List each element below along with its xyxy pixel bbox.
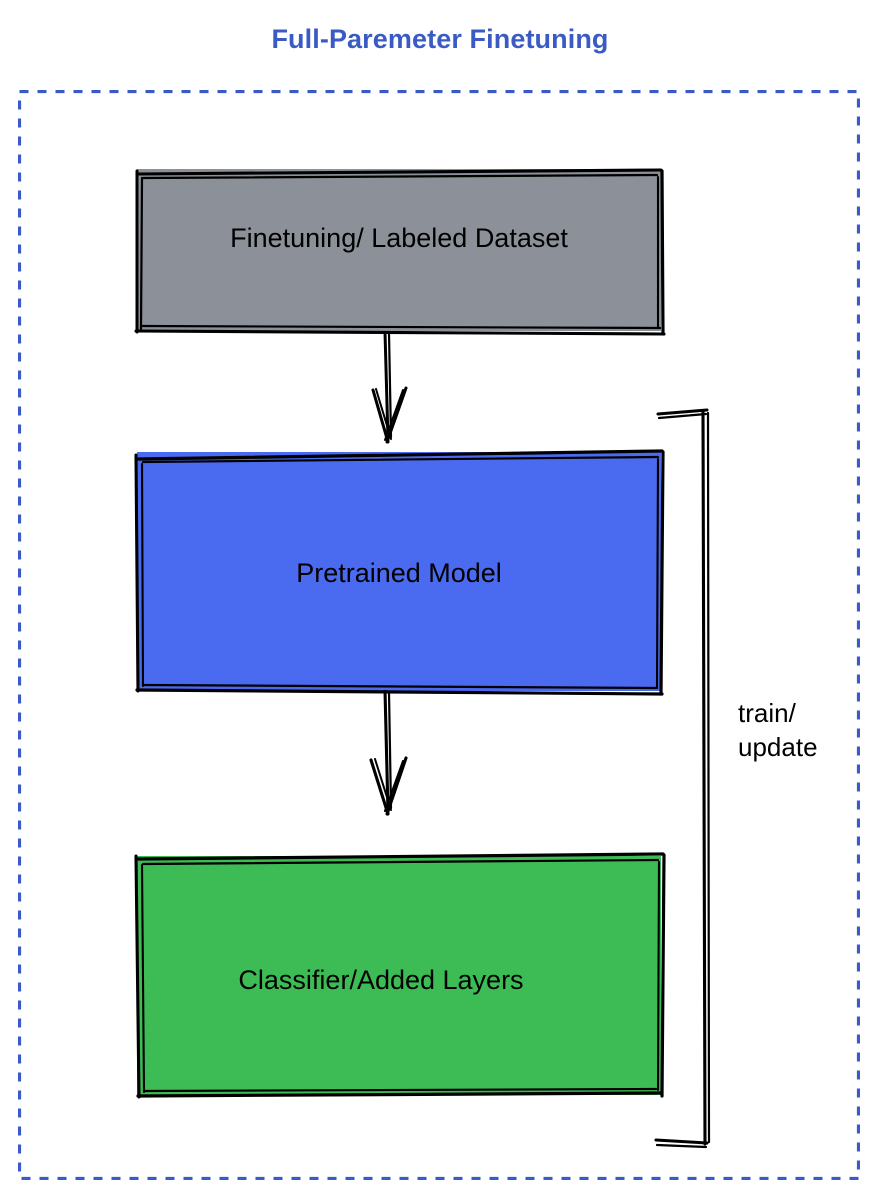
feedback-bracket-label: train/ update bbox=[738, 698, 818, 763]
feedback-bracket-connector bbox=[648, 402, 728, 1155]
node-pretrained-model-fill bbox=[137, 452, 661, 691]
node-classifier-label: Classifier/Added Layers bbox=[238, 965, 524, 995]
node-dataset-label: Finetuning/ Labeled Dataset bbox=[230, 223, 568, 253]
node-pretrained-model[interactable]: Pretrained Model bbox=[133, 448, 665, 696]
node-dataset-fill bbox=[137, 169, 661, 331]
node-classifier-fill bbox=[137, 856, 661, 1095]
node-classifier[interactable]: Classifier/Added Layers bbox=[133, 852, 666, 1099]
arrow-dataset-to-model bbox=[352, 330, 422, 457]
node-pretrained-model-label: Pretrained Model bbox=[296, 558, 502, 588]
page-title: Full-Paremeter Finetuning bbox=[271, 24, 609, 54]
arrow-model-to-classifier bbox=[352, 688, 422, 823]
node-dataset[interactable]: Finetuning/ Labeled Dataset bbox=[133, 165, 666, 336]
diagram-frame bbox=[18, 90, 860, 1180]
